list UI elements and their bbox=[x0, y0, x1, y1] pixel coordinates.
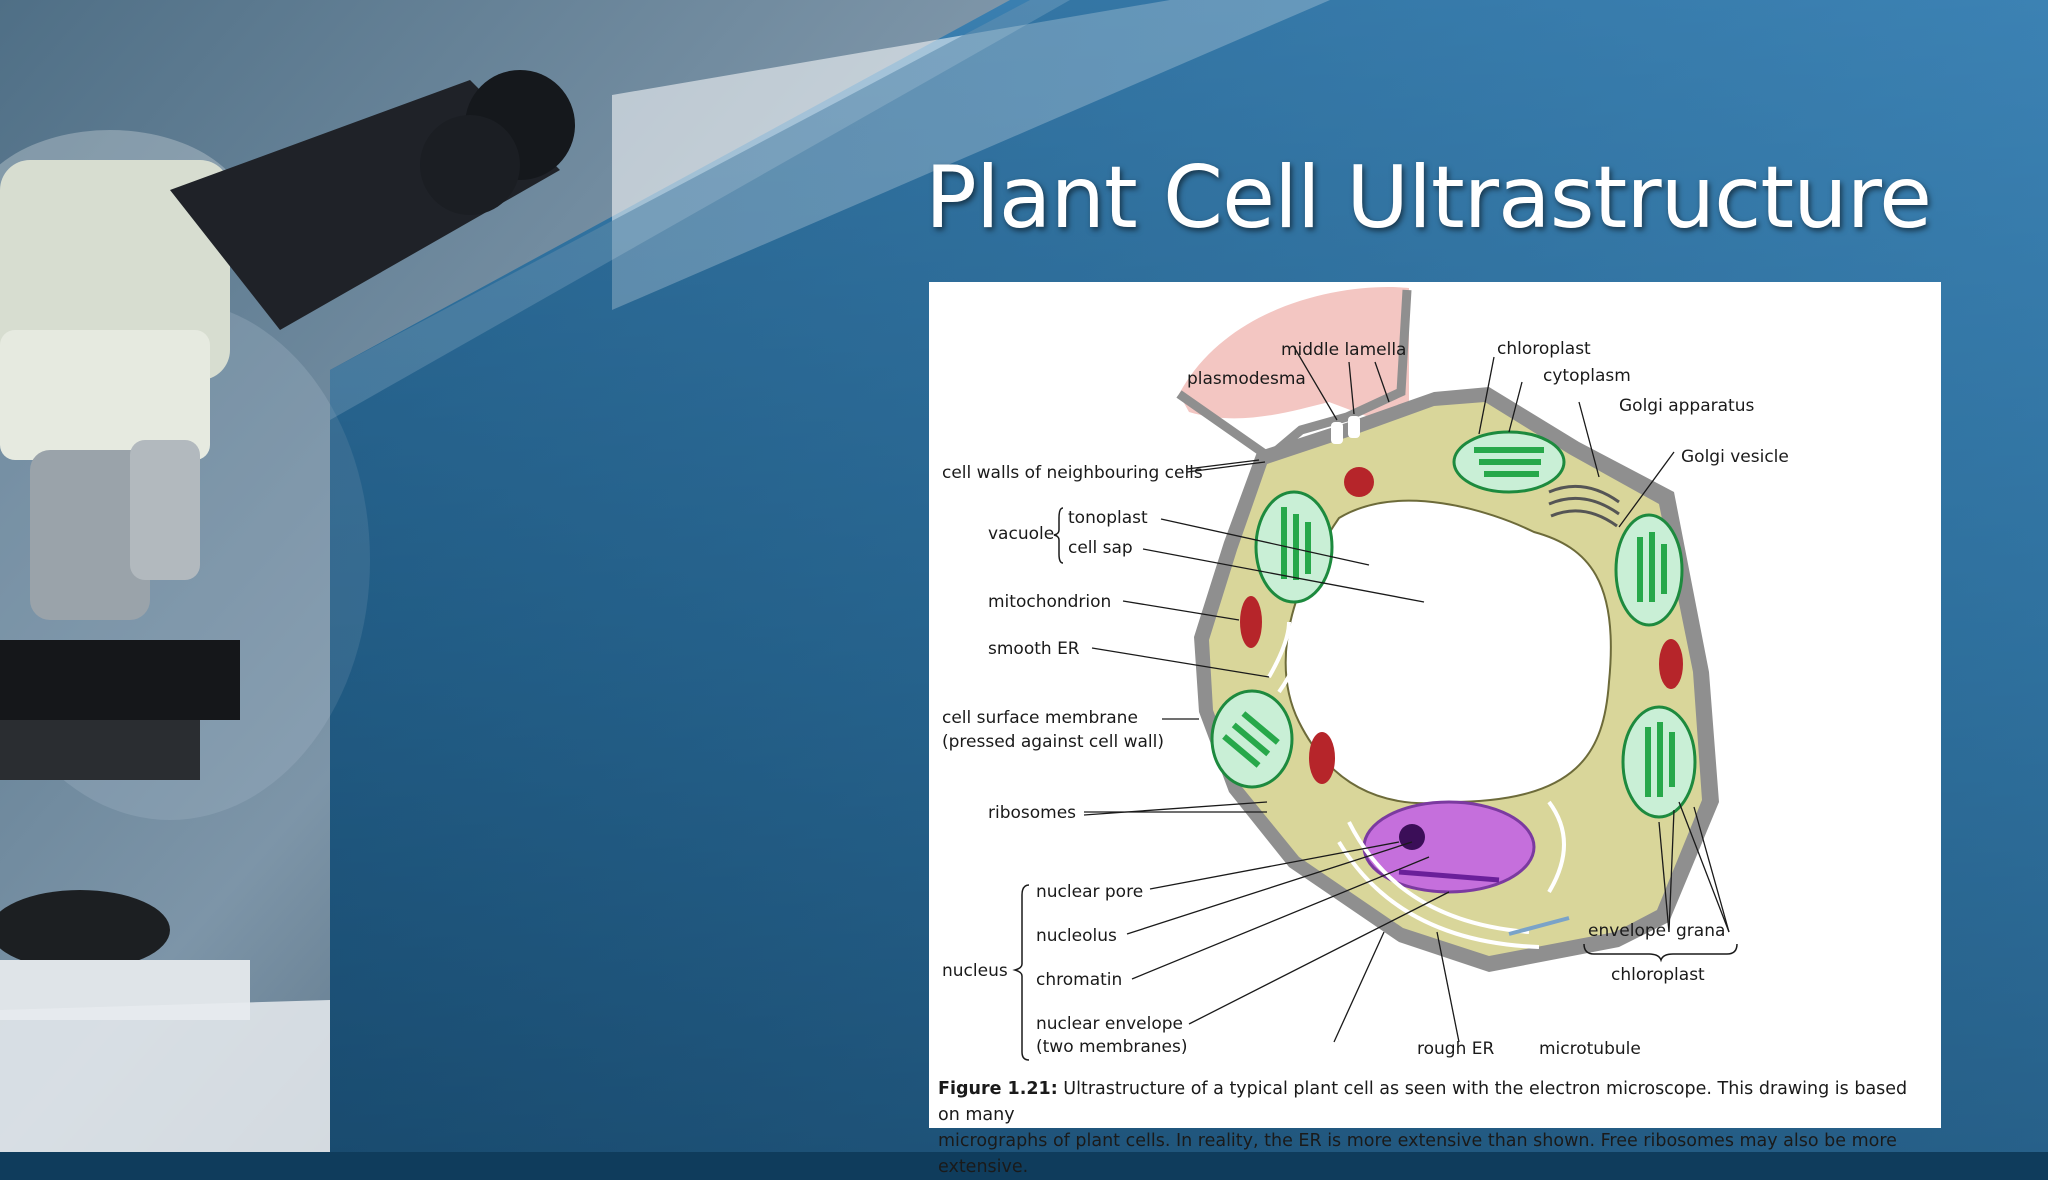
label-nucleus: nucleus bbox=[942, 961, 1008, 981]
label-middle-lamella: middle lamella bbox=[1281, 340, 1406, 360]
chloroplast-left-upper bbox=[1254, 490, 1334, 604]
chloroplast-brace bbox=[1583, 943, 1738, 963]
mitochondrion-lower bbox=[1309, 732, 1335, 784]
label-two-membranes: (two membranes) bbox=[1036, 1037, 1188, 1057]
label-pressed-against-wall: (pressed against cell wall) bbox=[942, 732, 1164, 752]
microtubule-shape bbox=[1508, 916, 1570, 936]
label-grana: grana bbox=[1676, 921, 1725, 941]
label-nucleolus: nucleolus bbox=[1036, 926, 1117, 946]
label-chloroplast-group: chloroplast bbox=[1611, 965, 1705, 985]
label-microtubule: microtubule bbox=[1539, 1039, 1641, 1059]
label-envelope: envelope bbox=[1588, 921, 1666, 941]
figure-caption: Figure 1.21: Ultrastructure of a typical… bbox=[938, 1076, 1934, 1180]
figure-panel: middle lamella chloroplast plasmodesma c… bbox=[929, 282, 1941, 1177]
label-chloroplast-top: chloroplast bbox=[1497, 339, 1591, 359]
caption-figure-number: Figure 1.21: bbox=[938, 1079, 1058, 1099]
golgi-apparatus bbox=[1548, 484, 1620, 528]
label-golgi-apparatus: Golgi apparatus bbox=[1619, 396, 1754, 416]
label-golgi-vesicle: Golgi vesicle bbox=[1681, 447, 1789, 467]
label-ribosomes: ribosomes bbox=[988, 803, 1076, 823]
label-cell-walls-neighbouring: cell walls of neighbouring cells bbox=[942, 463, 1203, 483]
vacuole-brace bbox=[1053, 507, 1064, 564]
caption-line-1: Ultrastructure of a typical plant cell a… bbox=[938, 1079, 1908, 1125]
label-vacuole: vacuole bbox=[988, 524, 1054, 544]
plasmodesma-gap bbox=[1348, 416, 1360, 438]
neighbour-cell-wall bbox=[1176, 289, 1412, 463]
label-tonoplast: tonoplast bbox=[1068, 508, 1148, 528]
mitochondrion-right bbox=[1659, 639, 1683, 689]
mitochondrion-top bbox=[1344, 467, 1374, 497]
slide-title: Plant Cell Ultrastructure bbox=[925, 148, 1932, 248]
nucleus-brace bbox=[1012, 884, 1030, 1061]
mitochondrion-left bbox=[1240, 596, 1262, 648]
label-nuclear-pore: nuclear pore bbox=[1036, 882, 1143, 902]
caption-line-2: micrographs of plant cells. In reality, … bbox=[938, 1131, 1897, 1177]
chloroplast-right-lower bbox=[1621, 705, 1697, 819]
label-cytoplasm: cytoplasm bbox=[1543, 366, 1631, 386]
leader-lines bbox=[1083, 346, 1730, 1043]
label-rough-er: rough ER bbox=[1417, 1039, 1495, 1059]
neighbour-cell bbox=[1179, 287, 1409, 432]
plant-cell-diagram: middle lamella chloroplast plasmodesma c… bbox=[942, 287, 1789, 1061]
rough-er bbox=[1337, 800, 1566, 949]
nucleus-shape bbox=[1362, 800, 1536, 894]
vacuole bbox=[1284, 499, 1612, 805]
label-nuclear-envelope: nuclear envelope bbox=[1036, 1014, 1183, 1034]
label-cell-sap: cell sap bbox=[1068, 538, 1133, 558]
label-smooth-er: smooth ER bbox=[988, 639, 1080, 659]
label-chromatin: chromatin bbox=[1036, 970, 1122, 990]
label-plasmodesma: plasmodesma bbox=[1187, 369, 1306, 389]
plasmodesma-gap bbox=[1331, 422, 1343, 444]
label-mitochondrion: mitochondrion bbox=[988, 592, 1111, 612]
chloroplast-left-lower bbox=[1210, 689, 1294, 789]
smooth-er bbox=[1267, 621, 1304, 694]
label-cell-surface-membrane: cell surface membrane bbox=[942, 708, 1138, 728]
chloroplast-top bbox=[1452, 430, 1566, 494]
chloroplast-right-upper bbox=[1614, 513, 1684, 627]
